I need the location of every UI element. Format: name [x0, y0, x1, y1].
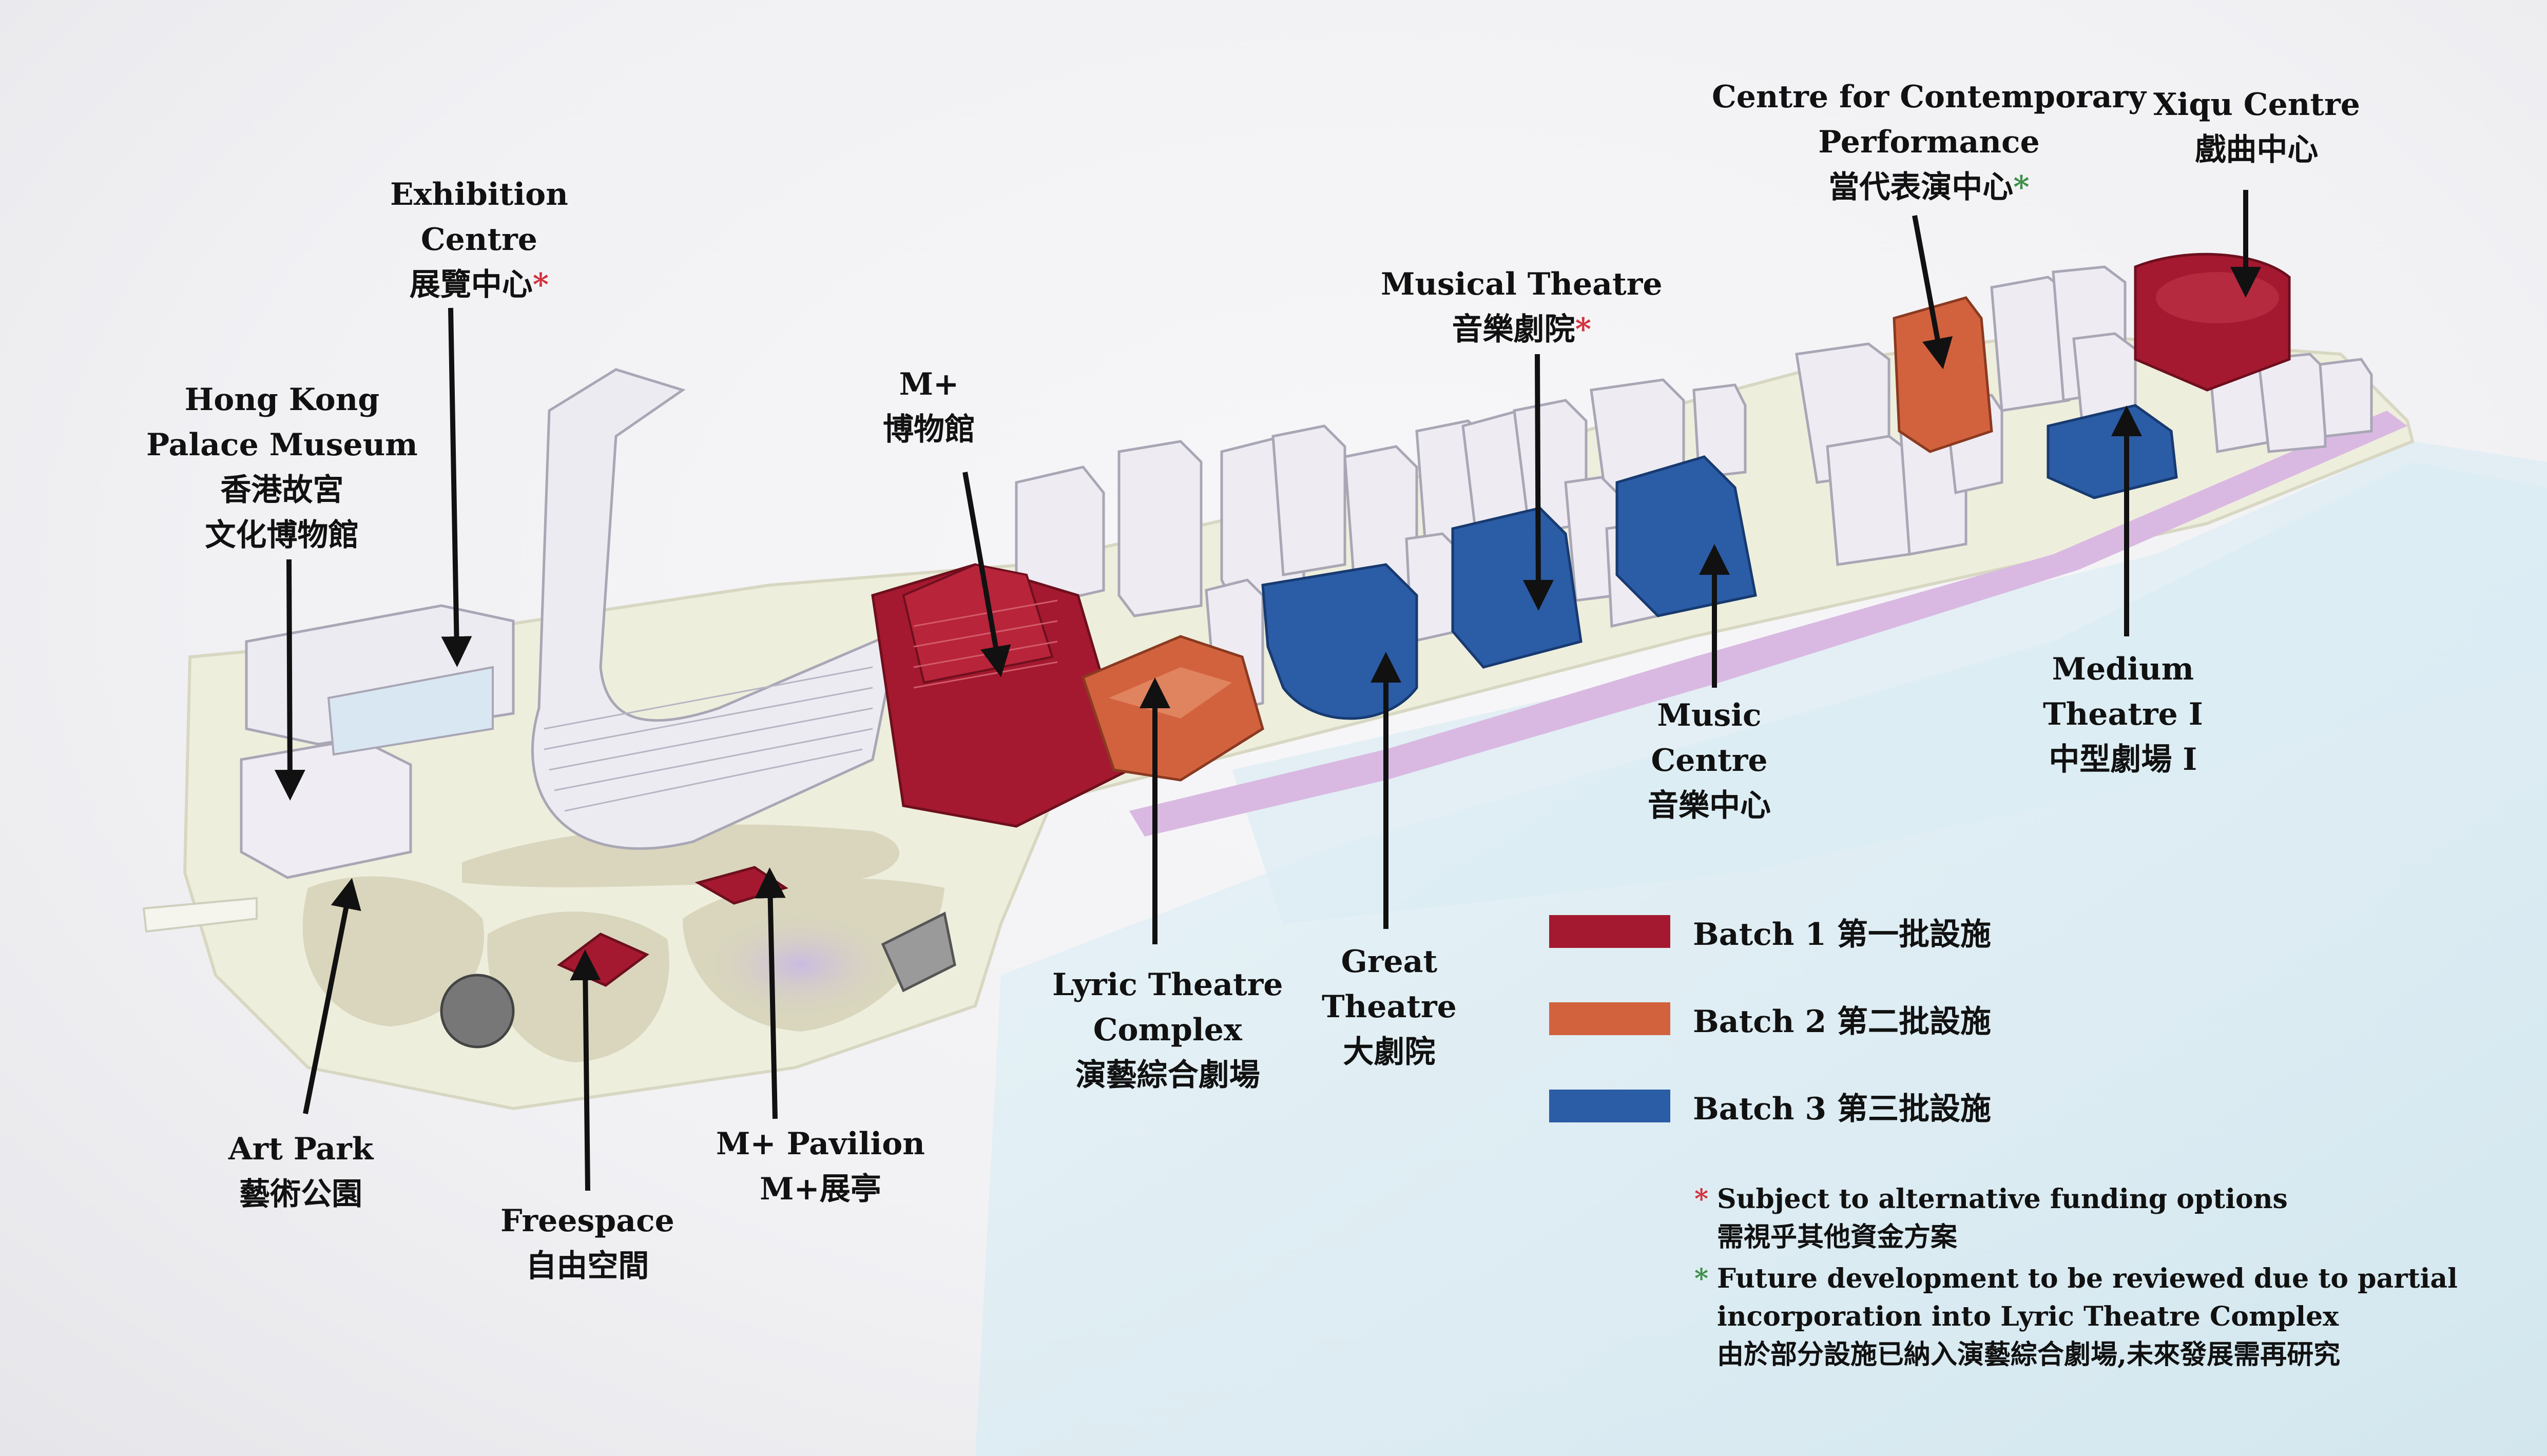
label-zh: 藝術公園: [239, 1176, 363, 1212]
label-great-theatre: Great Theatre 大劇院: [1322, 939, 1457, 1075]
label-m-plus-pavilion: M+ Pavilion M+展亭: [716, 1121, 925, 1212]
neutral-towers: [1015, 265, 2373, 715]
label-zh-text: 當代表演中心: [1828, 169, 2014, 205]
label-en: Centre: [1651, 743, 1768, 779]
waterfront-promenade: [1129, 411, 2407, 837]
ccp-building: [1893, 296, 1993, 453]
arrow-pavilion: [755, 867, 786, 1119]
art-park-structure: [440, 974, 515, 1049]
label-zh: 大劇院: [1343, 1034, 1436, 1070]
label-lyric-theatre: Lyric Theatre Complex 演藝綜合劇場: [1052, 962, 1283, 1098]
label-zh: 自由空間: [526, 1248, 649, 1284]
art-park-sculpture: [881, 911, 956, 993]
label-en: Performance: [1818, 124, 2040, 160]
arrow-freespace: [570, 949, 601, 1191]
label-ccp: Centre for Contemporary Performance 當代表演…: [1712, 74, 2146, 210]
note-zh: 由於部分設施已納入演藝綜合劇場,未來發展需再研究: [1717, 1339, 2341, 1370]
label-zh: 香港故宮: [220, 472, 344, 508]
legend-label: Batch 2 第二批設施: [1693, 1003, 1991, 1040]
label-en: M+: [899, 366, 959, 402]
label-en: Centre for Contemporary: [1712, 79, 2146, 115]
label-m-plus: M+ 博物館: [883, 362, 975, 452]
arrow-palace: [274, 559, 305, 801]
label-en: Complex: [1093, 1012, 1242, 1048]
label-music-centre: Music Centre 音樂中心: [1648, 693, 1771, 828]
curved-building: [531, 368, 900, 850]
legend-label: Batch 3 第三批設施: [1693, 1091, 1991, 1127]
arrow-m-plus: [962, 472, 1011, 677]
park-lawn-4: [462, 824, 900, 887]
label-zh: 展覽中心*: [390, 262, 568, 307]
park-lawn-1: [302, 876, 485, 1026]
label-zh: M+展亭: [760, 1171, 881, 1207]
label-en: Lyric Theatre: [1052, 967, 1283, 1003]
legend-item-batch1: Batch 1 第一批設施: [1549, 914, 1991, 953]
musical-theatre-building: [1451, 507, 1583, 669]
legend-swatch: [1549, 1090, 1670, 1122]
label-zh: 演藝綜合劇場: [1075, 1057, 1260, 1093]
label-en: Art Park: [228, 1131, 374, 1167]
palace-museum-building: [240, 737, 412, 879]
note-en: incorporation into Lyric Theatre Complex: [1717, 1301, 2339, 1332]
legend-label: Batch 1 第一批設施: [1693, 916, 1991, 953]
arrow-exhibition: [441, 307, 472, 667]
m-plus-building: [871, 563, 1131, 828]
label-zh: 音樂劇院*: [1381, 307, 1663, 352]
note-en: Subject to alternative funding options: [1717, 1183, 2288, 1215]
label-zh: 文化博物館: [205, 517, 359, 553]
label-medium-theatre: Medium Theatre I 中型劇場 I: [2043, 647, 2203, 782]
label-en: Exhibition: [390, 177, 568, 212]
arrow-musical: [1522, 354, 1554, 611]
note-funding: * Subject to alternative funding options…: [1694, 1180, 2288, 1256]
arrow-ccp: [1912, 215, 1953, 370]
legend-swatch: [1549, 1002, 1670, 1035]
label-zh: 中型劇場 I: [2049, 742, 2197, 778]
label-zh-text: 展覽中心: [409, 267, 533, 303]
label-en: Centre: [420, 222, 537, 258]
label-xiqu-centre: Xiqu Centre 戲曲中心: [2153, 82, 2360, 172]
note-zh: 需視乎其他資金方案: [1717, 1221, 1958, 1253]
label-palace-museum: Hong Kong Palace Museum 香港故宮 文化博物館: [146, 377, 418, 558]
label-zh: 當代表演中心*: [1712, 165, 2146, 210]
funding-mark: *: [532, 267, 549, 303]
label-en: Music: [1657, 697, 1762, 733]
label-musical-theatre: Musical Theatre 音樂劇院*: [1381, 262, 1663, 352]
label-zh-text: 音樂劇院: [1452, 312, 1575, 347]
arrow-art-park: [303, 878, 361, 1114]
label-art-park: Art Park 藝術公園: [228, 1127, 373, 1217]
label-zh: 博物館: [883, 412, 975, 448]
funding-mark: *: [1694, 1183, 1709, 1215]
exhibition-glass: [327, 666, 494, 756]
note-en: Future development to be reviewed due to…: [1717, 1263, 2458, 1294]
label-en: Great: [1341, 944, 1438, 980]
legend-swatch: [1549, 915, 1670, 948]
label-en: M+ Pavilion: [716, 1126, 925, 1162]
legend-item-batch3: Batch 3 第三批設施: [1549, 1088, 1991, 1127]
label-en: Hong Kong: [184, 382, 380, 418]
label-zh: 音樂中心: [1648, 788, 1771, 824]
leader-arrows: [274, 190, 2261, 1191]
note-review: * Future development to be reviewed due …: [1694, 1260, 2458, 1374]
pier: [142, 897, 258, 933]
label-zh: 戲曲中心: [2195, 132, 2319, 168]
review-mark: *: [1694, 1263, 1709, 1294]
label-en: Xiqu Centre: [2153, 87, 2360, 123]
label-en: Medium: [2052, 651, 2194, 687]
park-lawn-tint: [698, 908, 903, 1021]
label-freespace: Freespace 自由空間: [500, 1198, 674, 1289]
label-exhibition-centre: Exhibition Centre 展覽中心*: [390, 172, 568, 307]
label-en: Freespace: [500, 1203, 674, 1239]
music-centre-building: [1615, 455, 1757, 617]
label-en: Palace Museum: [146, 427, 418, 463]
review-mark: *: [2013, 169, 2030, 205]
legend-item-batch2: Batch 2 第二批設施: [1549, 1001, 1991, 1040]
label-en: Musical Theatre: [1381, 266, 1663, 302]
lyric-theatre-building: [1081, 635, 1264, 782]
harbour-water-shore: [1232, 441, 2547, 924]
funding-mark: *: [1575, 312, 1591, 347]
label-en: Theatre: [1322, 989, 1457, 1025]
label-en: Theatre I: [2043, 696, 2203, 732]
